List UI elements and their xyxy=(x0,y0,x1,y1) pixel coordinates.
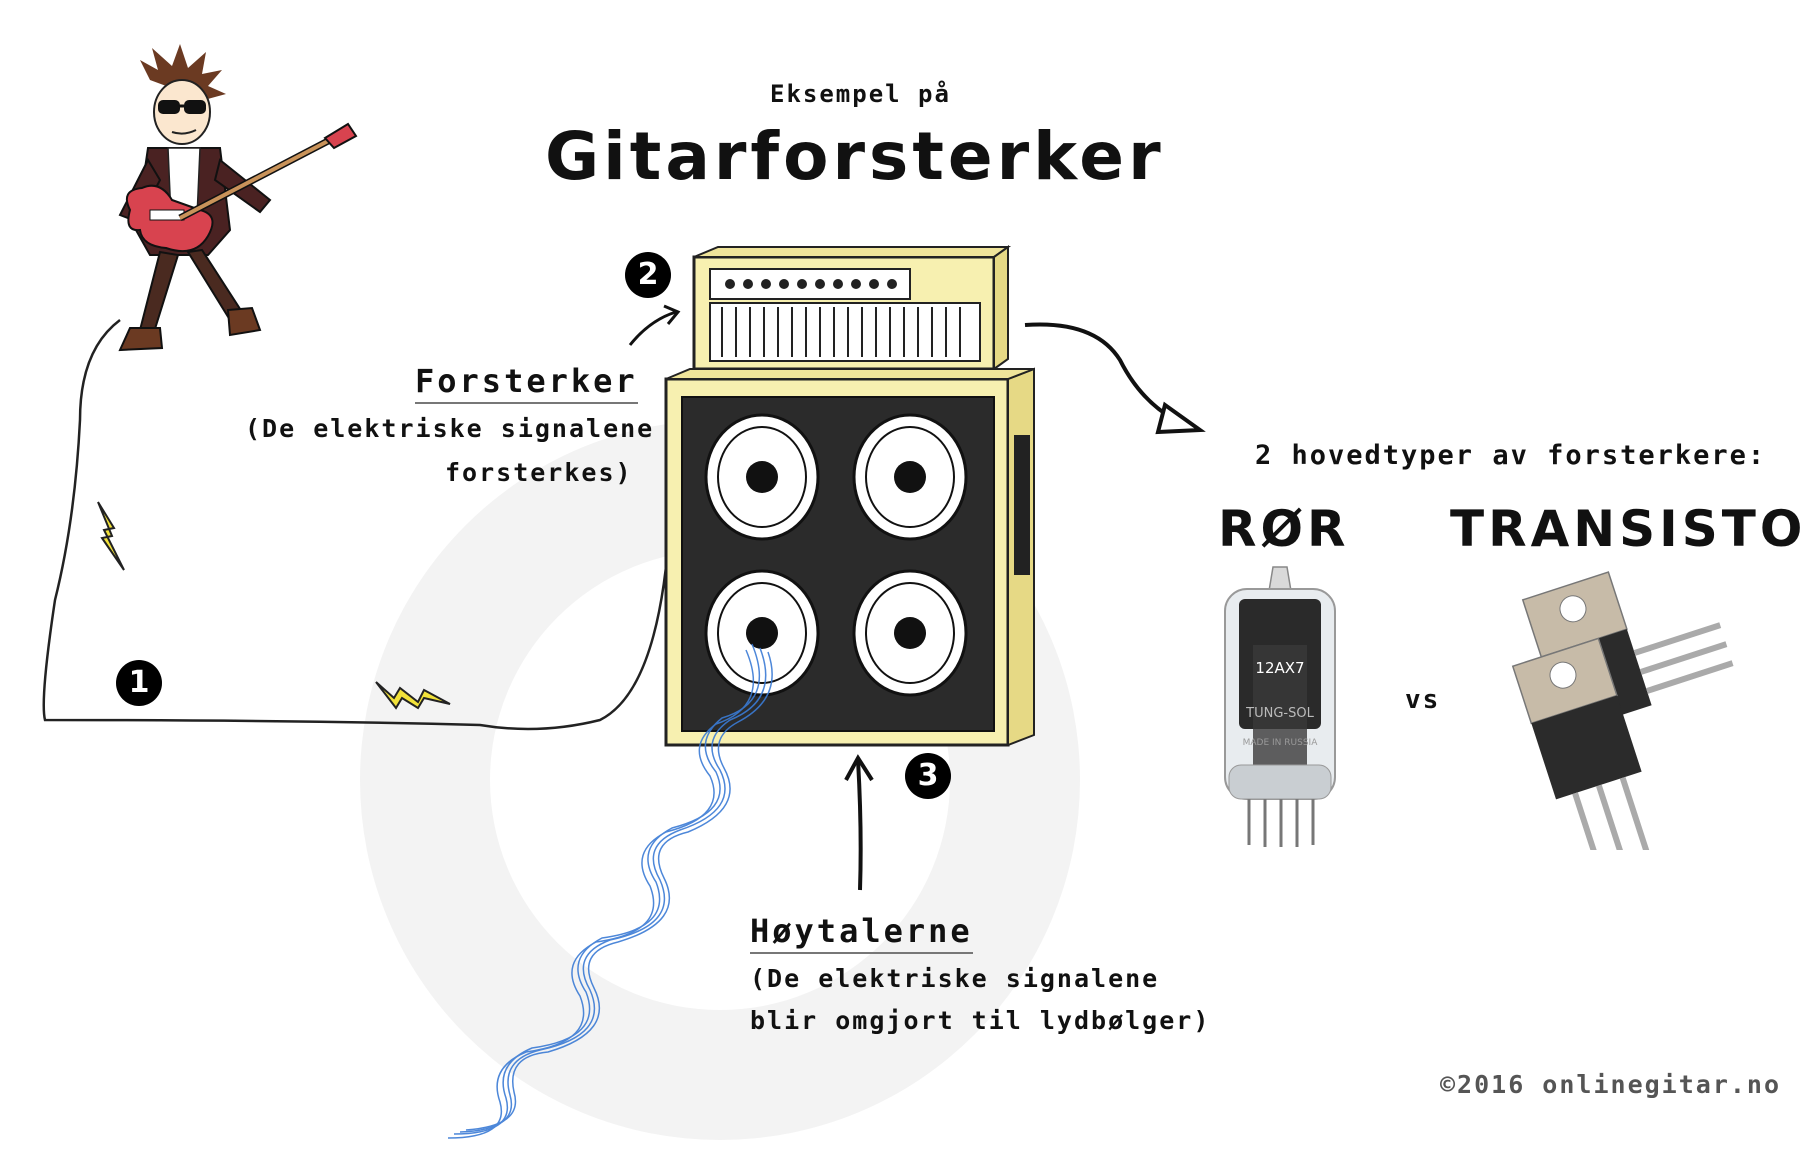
speaker-cone xyxy=(704,413,820,541)
speaker-cabinet xyxy=(664,367,1035,747)
speaker-cone xyxy=(704,569,820,697)
amplifier xyxy=(664,245,1035,747)
amplifier-head xyxy=(692,245,1012,371)
transistor xyxy=(1511,571,1734,850)
transistor-type-name: TRANSISTOR xyxy=(1450,500,1800,558)
types-heading: 2 hovedtyper av forsterkere: xyxy=(1255,440,1767,471)
guitarist-illustration xyxy=(118,44,358,352)
step-2-title: Forsterker xyxy=(415,362,638,404)
subtitle: Eksempel på xyxy=(770,80,951,108)
step-3-desc-line-1: (De elektriske signalene xyxy=(750,964,1160,993)
vs-label: vs xyxy=(1405,685,1441,715)
step-3-desc-line-2: blir omgjort til lydbølger) xyxy=(750,1006,1211,1035)
speaker-cone xyxy=(852,569,968,697)
step-2-badge: 2 xyxy=(625,252,671,298)
speaker-cone xyxy=(852,413,968,541)
copyright: ©2016 onlinegitar.no xyxy=(1440,1070,1782,1099)
step-2-desc-line-2: forsterkes) xyxy=(445,458,633,487)
page-title: Gitarforsterker xyxy=(545,118,1165,195)
step-2-desc-line-1: (De elektriske signalene xyxy=(245,414,655,443)
step-3-title: Høytalerne xyxy=(750,912,973,954)
lightning-icon xyxy=(97,501,125,571)
tube-marking-2: TUNG-SOL xyxy=(1245,706,1314,721)
sound-wave xyxy=(447,643,773,1139)
tube-marking-1: 12AX7 xyxy=(1255,659,1304,677)
step-3-badge: 3 xyxy=(905,753,951,799)
tube-type-name: RØR xyxy=(1218,500,1350,558)
vacuum-tube: 12AX7 TUNG-SOL MADE IN RUSSIA xyxy=(1224,566,1336,847)
step-1-badge: 1 xyxy=(116,660,162,706)
tube-marking-3: MADE IN RUSSIA xyxy=(1243,738,1319,748)
lightning-icon xyxy=(375,681,451,710)
